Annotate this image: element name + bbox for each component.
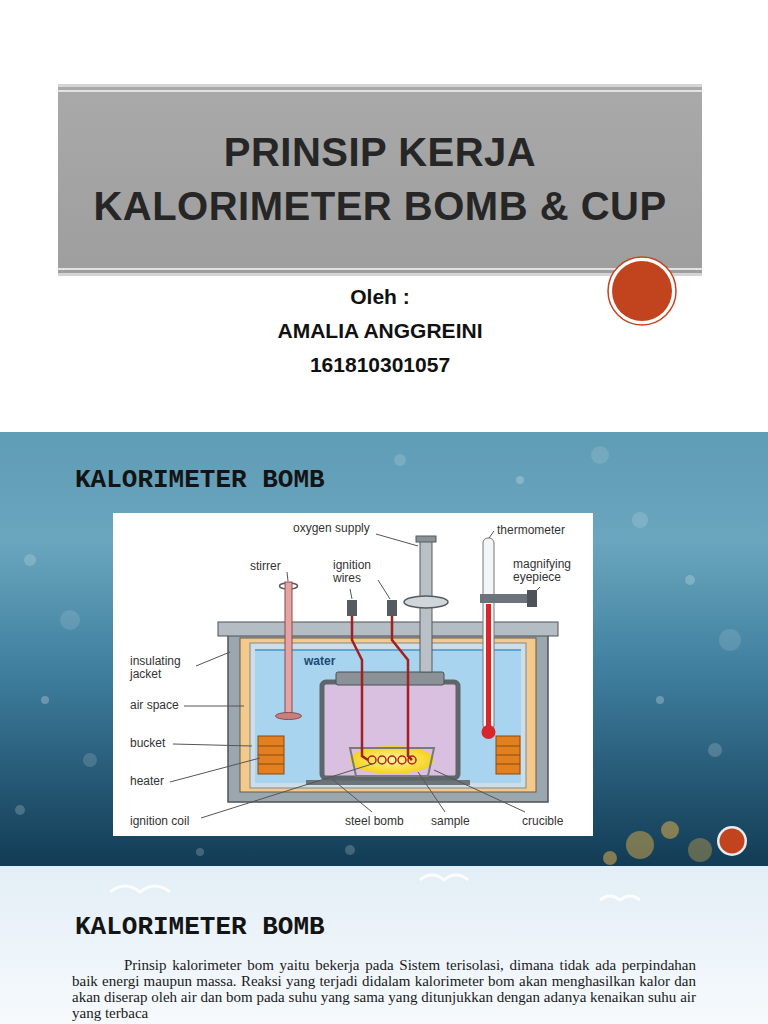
- author-name: AMALIA ANGGREINI: [180, 318, 580, 344]
- part-label: ignition wires: [333, 559, 389, 585]
- sky-background: [0, 866, 768, 1024]
- slide-background: [0, 0, 768, 428]
- rain-background: [0, 432, 768, 866]
- part-label: thermometer: [497, 524, 565, 537]
- section-heading: KALORIMETER BOMB: [75, 465, 325, 495]
- part-label: air space: [130, 699, 179, 712]
- student-id: 161810301057: [180, 352, 580, 378]
- accent-circle: [717, 826, 747, 856]
- part-label: sample: [431, 815, 470, 828]
- body-paragraph: Prinsip kalorimeter bom yaitu bekerja pa…: [72, 957, 696, 1021]
- part-label: ignition coil: [130, 815, 189, 828]
- accent-circle: [608, 257, 676, 325]
- part-label: bucket: [130, 737, 165, 750]
- part-label: heater: [130, 775, 164, 788]
- bokeh-dots: [15, 446, 741, 856]
- golden-glow: [603, 821, 712, 865]
- part-label: steel bomb: [345, 815, 404, 828]
- part-label: magnifying eyepiece: [513, 558, 595, 584]
- author-heading: Oleh :: [180, 284, 580, 310]
- section-heading: KALORIMETER BOMB: [75, 912, 325, 942]
- part-label: insulating jacket: [130, 655, 202, 681]
- part-label: stirrer: [250, 560, 281, 573]
- part-label: water: [304, 655, 335, 668]
- faint-birds: [110, 875, 640, 900]
- part-label: oxygen supply: [293, 522, 370, 535]
- part-label: crucible: [522, 815, 563, 828]
- title-banner: [58, 84, 702, 276]
- slide-title: PRINSIP KERJA KALORIMETER BOMB & CUP: [85, 125, 675, 233]
- calorimeter-illustration: [170, 531, 558, 818]
